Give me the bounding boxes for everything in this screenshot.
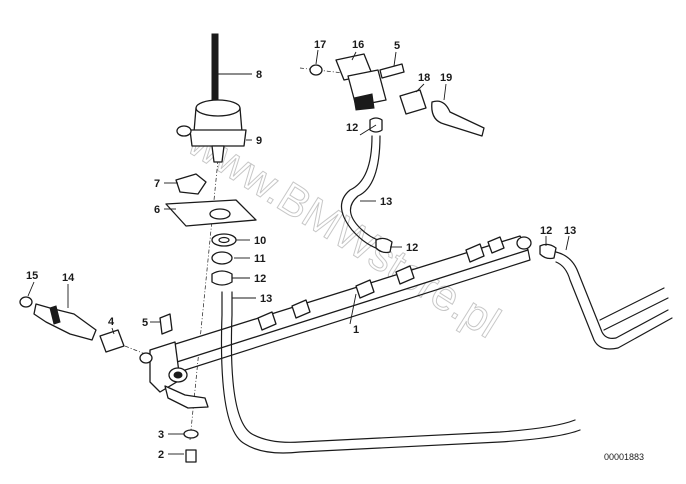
regulator-flange (189, 129, 247, 147)
watermark: www.BMWstore.pl (178, 116, 509, 348)
label-part-6: 6 (154, 204, 160, 216)
regulator-mounting (165, 173, 257, 227)
regulator-seals (211, 233, 581, 454)
label-part-10: 10 (254, 235, 266, 247)
label-part-7: 7 (154, 178, 160, 190)
label-part-8: 8 (256, 69, 262, 81)
vacuum-line (211, 33, 219, 101)
label-part-15: 15 (26, 270, 38, 282)
leader-17 (315, 49, 319, 65)
label-part-14: 14 (62, 272, 75, 284)
label-part-5-left: 5 (142, 317, 148, 329)
injector-boss-1 (257, 311, 277, 331)
label-part-19: 19 (440, 72, 452, 84)
injector-body (33, 303, 97, 341)
label-part-13-mid: 13 (260, 293, 272, 305)
label-part-18: 18 (418, 72, 430, 84)
right-hose (539, 243, 673, 350)
injector-boss-4 (395, 265, 415, 285)
upper-hose (340, 117, 393, 254)
injector-band (49, 305, 61, 325)
label-part-12-right: 12 (540, 225, 552, 237)
clip-part-7 (175, 173, 207, 195)
right-hose-outer (555, 251, 669, 339)
label-part-13-right: 13 (564, 225, 576, 237)
return-hose-long-inner (230, 291, 576, 443)
upper-hose-outer (340, 135, 383, 251)
boot-part-19 (431, 100, 485, 137)
screw-part-2 (185, 449, 197, 463)
label-part-17: 17 (314, 39, 326, 51)
leader-16 (351, 51, 357, 61)
right-hose-branch-inner (603, 297, 669, 331)
leader-4 (111, 327, 115, 335)
label-part-2: 2 (158, 449, 164, 461)
part-number-labels: 8 9 7 6 10 11 12 13 12 13 12 12 13 17 16… (26, 39, 576, 461)
injector-boss-2 (291, 299, 311, 319)
diagram-reference-number: 00001883 (604, 452, 644, 462)
fuel-rail-inlet-bore (173, 371, 183, 379)
label-part-3: 3 (158, 429, 164, 441)
washer-part-11 (211, 251, 233, 265)
label-part-13-top: 13 (380, 196, 392, 208)
label-part-16: 16 (352, 39, 364, 51)
regulator-outlet (211, 145, 225, 163)
right-hose-inner (555, 261, 673, 350)
connector-part-18 (399, 89, 427, 115)
hose-clamp-rail (375, 237, 393, 254)
valve-assembly (309, 53, 485, 137)
injector-group (19, 296, 199, 463)
upper-hose-inner (349, 135, 387, 243)
label-part-12-rail: 12 (406, 242, 418, 254)
valve-port (353, 93, 375, 111)
seal-ring-part-15 (19, 296, 33, 308)
right-hose-branch-outer (599, 287, 665, 321)
valve-screw (379, 63, 405, 79)
leader-19 (443, 83, 447, 101)
leader-lines (27, 49, 570, 455)
leader-18 (415, 83, 425, 93)
leader-1 (349, 293, 357, 325)
leader-12-top (359, 124, 377, 136)
watermark-text: www.BMWstore.pl (179, 116, 509, 347)
fuel-rail-end-block (149, 341, 181, 393)
seal-ring-part-10 (211, 233, 237, 247)
leader-5-top (393, 51, 397, 67)
washer-part-17 (309, 64, 323, 76)
injector-boss-5 (465, 243, 485, 263)
fuel-rail-mount-bracket (164, 385, 209, 409)
regulator-top (195, 99, 241, 117)
fuel-rail-outlet (516, 236, 532, 250)
label-part-1: 1 (353, 324, 359, 336)
fuel-rail-end-cap (139, 352, 153, 364)
washer-part-3 (183, 429, 199, 439)
leader-13-right (565, 235, 570, 251)
regulator-inlet (176, 125, 192, 137)
pressure-regulator (176, 33, 247, 163)
injector-boss-3 (355, 279, 375, 299)
hose-clamp-right (539, 243, 557, 260)
leader-15 (27, 281, 35, 297)
label-part-5-top: 5 (394, 40, 400, 52)
label-part-12-top: 12 (346, 122, 358, 134)
hose-clamp-mid (211, 270, 233, 286)
label-part-9: 9 (256, 135, 262, 147)
seal-ring-part-10-bore (218, 236, 230, 244)
mounting-plate-hole (209, 208, 231, 220)
injector-boss-6 (487, 236, 505, 254)
label-part-12-mid: 12 (254, 273, 266, 285)
screw-part-5-left (159, 313, 173, 335)
label-part-4: 4 (108, 316, 115, 328)
label-part-11: 11 (254, 253, 266, 265)
fuel-rail (139, 235, 532, 409)
return-hose-long-outer (220, 291, 581, 454)
injector-clip-part-4 (99, 329, 125, 353)
